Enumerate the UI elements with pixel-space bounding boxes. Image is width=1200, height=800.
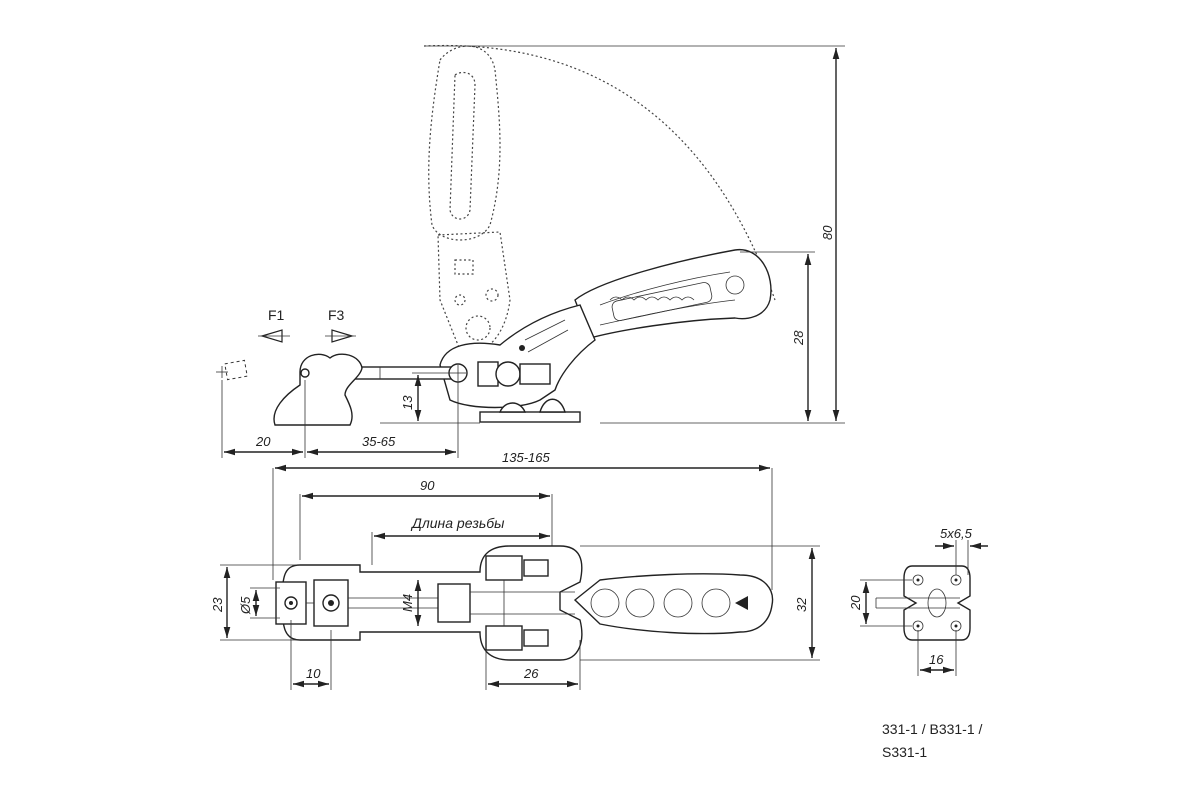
- spindle-foot: [273, 353, 363, 426]
- side-view: F1 F3 80 28 13 20 35-6: [216, 44, 845, 458]
- dim-d5: Ø5: [238, 596, 253, 615]
- side-dimensions: 80 28 13 20 35-65: [221, 45, 845, 458]
- dim-20-left: 20: [255, 434, 271, 449]
- clamp-body-top: [275, 545, 583, 661]
- dim-32: 32: [794, 597, 809, 612]
- handle-top: [573, 573, 774, 635]
- ghost-screw: [216, 359, 248, 381]
- dim-m4: M4: [400, 594, 415, 612]
- dim-23: 23: [210, 597, 225, 613]
- thread-length-label: Длина резьбы: [410, 515, 505, 531]
- dim-35-65: 35-65: [362, 434, 396, 449]
- dim-90: 90: [420, 478, 435, 493]
- ghost-handle: [428, 45, 511, 354]
- handle-grip-waves: [609, 296, 695, 301]
- f1-label: F1: [268, 307, 285, 323]
- model-code-line2: S331-1: [882, 744, 927, 760]
- dim-28: 28: [791, 330, 806, 346]
- top-view: 135-165 90 Длина резьбы: [210, 450, 820, 690]
- dim-26: 26: [523, 666, 539, 681]
- dim-16: 16: [929, 652, 944, 667]
- dim-10: 10: [306, 666, 321, 681]
- model-code-line1: 331-1 / B331-1 /: [882, 721, 983, 737]
- base-plate-detail: 5x6,5 20 16: [848, 526, 988, 676]
- clamp-base: [479, 398, 581, 423]
- dim-5x6-5: 5x6,5: [940, 526, 973, 541]
- force-indicators: F1 F3: [258, 307, 356, 343]
- dim-135-165: 135-165: [502, 450, 550, 465]
- dim-20-small: 20: [848, 595, 863, 611]
- dim-80: 80: [820, 225, 835, 240]
- dim-13: 13: [400, 395, 415, 410]
- f3-label: F3: [328, 307, 345, 323]
